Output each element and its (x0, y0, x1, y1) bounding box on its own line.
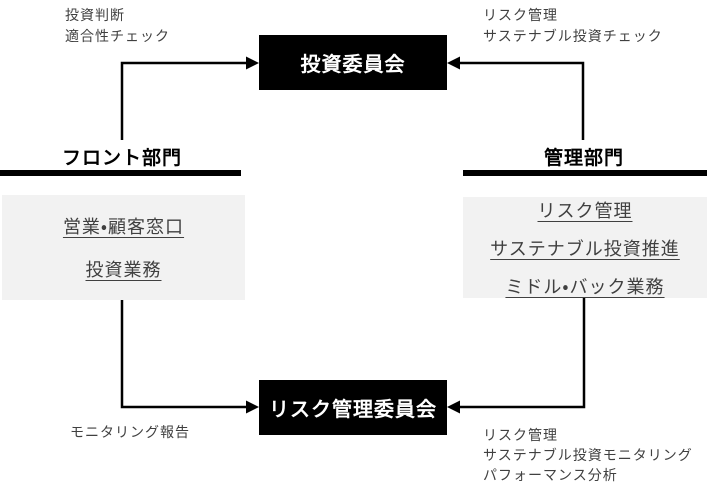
front-department-divider (0, 170, 241, 176)
annotation-line: パフォーマンス分析 (483, 467, 618, 483)
arrow-admin-to-investment-committee (447, 56, 585, 140)
annotation-line: 適合性チェック (65, 28, 170, 44)
front-department-title: フロント部門 (61, 148, 182, 169)
front-department-panel: 営業・顧客窓口 投資業務 (2, 195, 245, 300)
admin-function-item: サステナブル投資推進 (490, 238, 680, 259)
investment-committee-label: 投資委員会 (300, 54, 406, 76)
annotation-front-to-investment: 投資判断 適合性チェック (65, 5, 170, 47)
annotation-line: モニタリング報告 (70, 424, 190, 440)
investment-committee-box: 投資委員会 (259, 35, 447, 90)
arrow-admin-to-risk-committee (447, 298, 586, 414)
admin-department-title: 管理部門 (543, 148, 624, 169)
admin-function-item: リスク管理 (537, 200, 633, 221)
annotation-line: サステナブル投資チェック (483, 28, 663, 44)
annotation-admin-to-risk: リスク管理 サステナブル投資モニタリング パフォーマンス分析 (483, 425, 693, 483)
annotation-line: 投資判断 (65, 7, 125, 23)
admin-function-item: ミドル・バック業務 (505, 276, 665, 297)
front-function-item: 営業・顧客窓口 (62, 217, 185, 237)
annotation-line: サステナブル投資モニタリング (483, 447, 693, 463)
annotation-line: リスク管理 (483, 7, 558, 23)
arrow-front-to-investment-committee (120, 56, 259, 140)
risk-management-committee-label: リスク管理委員会 (269, 399, 437, 421)
risk-management-committee-box: リスク管理委員会 (259, 380, 447, 435)
admin-department-panel: リスク管理 サステナブル投資推進 ミドル・バック業務 (463, 197, 707, 298)
annotation-admin-to-investment: リスク管理 サステナブル投資チェック (483, 5, 663, 47)
admin-department-divider (463, 170, 707, 176)
arrow-front-to-risk-committee (120, 300, 259, 414)
annotation-front-to-risk: モニタリング報告 (70, 424, 190, 441)
front-function-item: 投資業務 (85, 260, 162, 280)
annotation-line: リスク管理 (483, 427, 558, 443)
